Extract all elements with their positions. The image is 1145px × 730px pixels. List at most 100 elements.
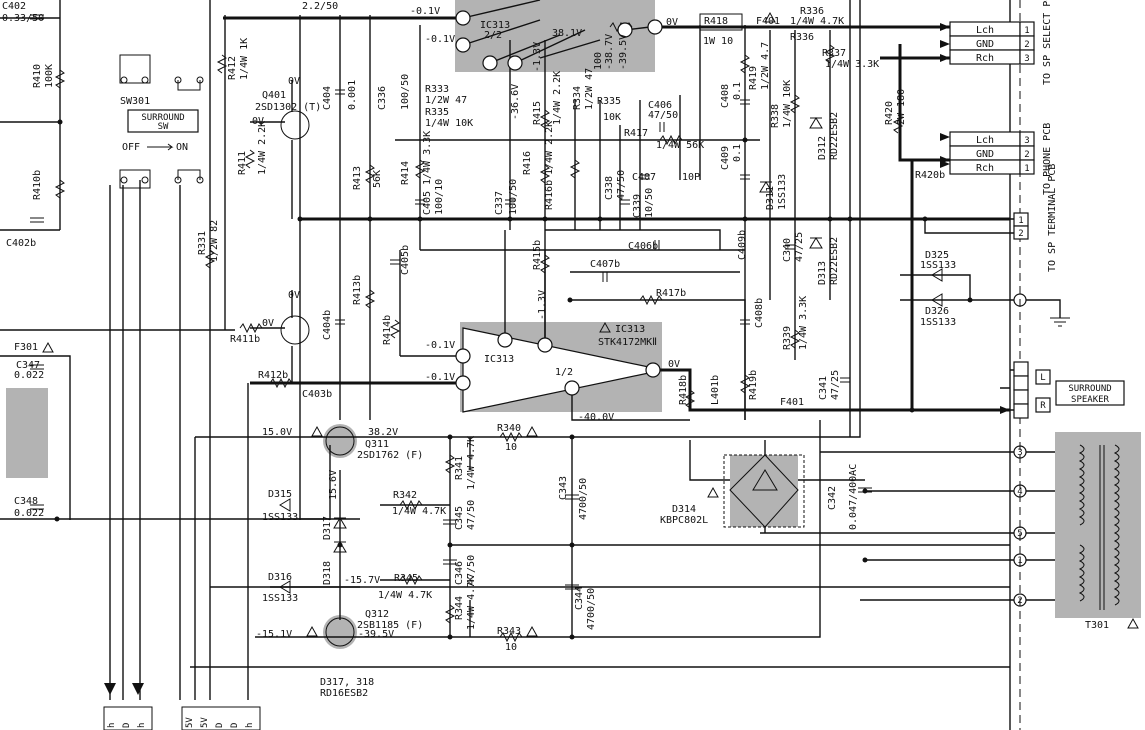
label-c347-val: 0.022: [14, 370, 44, 381]
label-r412b: R412b: [258, 370, 288, 381]
label-d326: D326: [925, 306, 949, 317]
sp-select-pin-label: Lch: [976, 25, 994, 36]
label-r339-val: 1/4W 3.3K: [798, 296, 809, 350]
label-d312: D312: [817, 136, 828, 160]
label-r419b: R419b: [748, 370, 759, 400]
label-r413: R413: [352, 166, 363, 190]
label-r415b: R415b: [532, 240, 543, 270]
label-c340: C340: [782, 238, 793, 262]
label-r336: R336: [800, 6, 824, 17]
sp-select-dest: TO SP SELECT PCB: [1042, 0, 1053, 85]
label-c347: C347: [16, 360, 40, 371]
ground-symbol: [1050, 317, 1070, 327]
transformer-pin: 5: [1017, 529, 1022, 539]
label-d325-part: 1SS133: [920, 260, 956, 271]
transformer-ref: T301: [1085, 620, 1109, 631]
label-ic313-top-half: 2/2: [484, 30, 502, 41]
voltage-label: -0.1V: [425, 340, 455, 351]
resistor-symbols: [54, 21, 904, 643]
sw301-ref: SW301: [120, 96, 150, 107]
voltage-label: -39.5V: [618, 34, 629, 70]
voltage-label: 2.2/50: [302, 1, 338, 12]
voltage-label: -39.5V: [358, 629, 394, 640]
label-r343: R343: [497, 626, 521, 637]
wire-left-mid: [0, 329, 235, 520]
label-d315-part: 1SS133: [262, 512, 298, 523]
label-r337: R337: [822, 48, 846, 59]
label-c408: C408: [720, 84, 731, 108]
voltage-label: 0V: [252, 116, 264, 127]
label-c345-val: 47/50: [466, 500, 477, 530]
label-r417-val: 1/4W 56K: [656, 140, 704, 151]
label-c406-val: 47/50: [648, 110, 678, 121]
label-d312-part: RD22ESB2: [829, 112, 840, 160]
label-c402-val: 0.33/50: [2, 13, 44, 24]
label-r336b: R336: [790, 32, 814, 43]
phone-pin-label: Lch: [976, 135, 994, 146]
label-c344: C344: [574, 586, 585, 610]
surround-sw-label: SURROUND: [141, 113, 184, 123]
bottom-pin-label: h: [245, 723, 255, 728]
voltage-label: -15.1V: [256, 629, 292, 640]
label-c404: C404: [322, 86, 333, 110]
label-c343-val: 4700/50: [578, 478, 589, 520]
bottom-pin-label: 5V: [200, 717, 210, 728]
sp-terminal-wires: [924, 218, 1015, 234]
label-c405b: C405b: [400, 245, 411, 275]
bottom-pin-label: h: [107, 723, 117, 728]
label-c402: C402: [2, 1, 26, 12]
sp-select-pin-num: 3: [1024, 54, 1029, 64]
sp-terminal-dest: TO SP TERMINAL PCB: [1047, 164, 1058, 272]
fuse-block-shade: [6, 388, 48, 478]
label-r344-val: 1/4W 4.7K: [466, 576, 477, 630]
label-r420b: R420b: [915, 170, 945, 181]
label-r412-val: 1/4W 1K: [239, 38, 250, 80]
label-ic313-inner: IC313: [484, 354, 514, 365]
label-q312-part: 2SB1185 (F): [357, 620, 423, 631]
label-r419: R419: [748, 66, 759, 90]
label-q312: Q312: [365, 609, 389, 620]
bottom-connector: h D h 5V 5V D D h: [103, 706, 261, 730]
label-r420: R420: [884, 101, 895, 125]
phone-connector: Lch GND Rch 3 2 1 TO PHONE PCB: [949, 123, 1053, 195]
junction-dots: [54, 119, 973, 640]
label-r411: R411: [237, 151, 248, 175]
label-d317-318: D317, 318: [320, 677, 374, 688]
voltage-label: 0V: [262, 318, 274, 329]
psu-mid-wires: [380, 437, 573, 637]
rail-minus: [255, 420, 821, 638]
voltage-label: 0V: [668, 359, 680, 370]
label-r331-val: 1/2W 82: [209, 220, 220, 262]
transistors: [280, 110, 355, 647]
label-c339: C339: [632, 194, 643, 218]
bottom-pin-label: h: [137, 723, 147, 728]
label-f401b: F401: [780, 397, 804, 408]
label-c337-val: 100/50: [508, 179, 519, 215]
label-c405: C405: [422, 191, 433, 215]
sp-terminal-pin-num: 2: [1018, 229, 1023, 239]
label-r335b: R335: [597, 96, 621, 107]
label-d311: D311: [765, 186, 776, 210]
label-r414: R414: [400, 161, 411, 185]
surround-terminal-label: L: [1040, 373, 1045, 383]
label-r415: R415: [532, 101, 543, 125]
label-r335: R335: [425, 107, 449, 118]
r418-body: [699, 13, 743, 31]
bottom-arrows: [104, 683, 144, 695]
label-c345: C345: [454, 506, 465, 530]
transformer-pin: 2: [1017, 596, 1022, 606]
label-r412: R412: [227, 56, 238, 80]
label-q401-part: 2SD1302 (T): [255, 102, 321, 113]
label-c407: C407: [632, 172, 656, 183]
sp-select-connector: Lch GND Rch 1 2 3 TO SP SELECT PCB: [949, 0, 1053, 85]
label-c404b: C404b: [322, 310, 333, 340]
label-q311-part: 2SD1762 (F): [357, 450, 423, 461]
label-c407b: C407b: [590, 259, 620, 270]
d325-d326-wires: [900, 274, 1061, 318]
voltage-label: -40.0V: [578, 412, 614, 423]
label-ic313-half: 1/2: [555, 367, 573, 378]
label-r410b: R410b: [32, 170, 43, 200]
label-r333-val: 1/2W 47: [425, 95, 467, 106]
label-r418: R418: [704, 16, 728, 27]
label-r414-val: 1/4W 3.3K: [422, 131, 433, 185]
